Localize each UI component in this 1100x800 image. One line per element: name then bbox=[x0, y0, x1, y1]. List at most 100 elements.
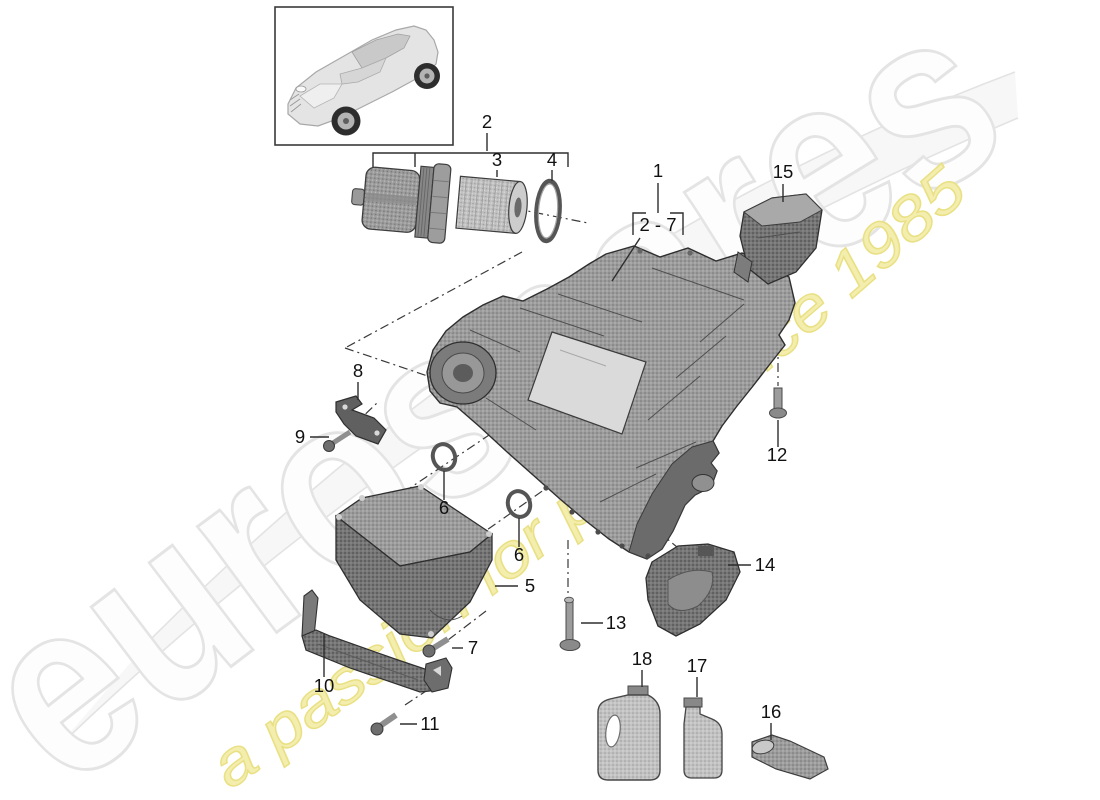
callout-1[interactable]: 1 bbox=[653, 160, 663, 181]
part-bolt-13 bbox=[559, 596, 581, 651]
filter-element-center-hole bbox=[514, 197, 522, 218]
o-ring-4-highlight bbox=[537, 183, 559, 239]
bolt-11-shaft bbox=[378, 712, 398, 729]
part-cover-15 bbox=[733, 193, 823, 285]
skid-plate-end-hole bbox=[433, 666, 441, 676]
projection-line-bolt11 bbox=[404, 680, 442, 706]
cooler-front-face bbox=[335, 514, 493, 639]
part-engine-crankcase bbox=[426, 245, 796, 560]
callout-9[interactable]: 9 bbox=[295, 426, 305, 447]
part-oil-filter-element bbox=[455, 175, 528, 234]
oil-jug-handle-hole bbox=[605, 714, 621, 748]
bolt-13-head bbox=[559, 639, 581, 651]
projection-line-oring6a bbox=[403, 408, 529, 493]
part-bolt-12 bbox=[769, 387, 787, 419]
bolt-7-head bbox=[422, 644, 436, 658]
watermark-swoosh-band bbox=[55, 72, 1018, 750]
housing-nub bbox=[351, 188, 366, 206]
housing-flange bbox=[427, 163, 452, 244]
crankcase-drain-stub bbox=[691, 474, 715, 492]
funnel-opening bbox=[751, 739, 775, 755]
part-oil-jug-18 bbox=[597, 685, 661, 781]
oil-bottle-cap bbox=[683, 697, 703, 708]
callout-13[interactable]: 13 bbox=[606, 612, 627, 633]
callout-12[interactable]: 12 bbox=[767, 444, 788, 465]
part-o-ring-4 bbox=[534, 178, 562, 244]
projection-line-bolt7 bbox=[447, 610, 487, 641]
group-box-left-bracket bbox=[632, 212, 646, 235]
callout-16[interactable]: 16 bbox=[761, 701, 782, 722]
callout-17[interactable]: 17 bbox=[687, 655, 708, 676]
projection-line-a bbox=[344, 251, 523, 349]
bracket-8-hole-b bbox=[374, 430, 380, 436]
part-oil-filter-housing bbox=[351, 163, 452, 244]
callout-labels: 1 2 3 4 5 6 6 7 8 9 10 11 12 13 14 15 16… bbox=[295, 111, 793, 734]
housing-band bbox=[365, 192, 417, 205]
bolt-11-head bbox=[370, 722, 384, 736]
callout-15[interactable]: 15 bbox=[773, 161, 794, 182]
part-oil-bottle-17 bbox=[683, 697, 723, 779]
group-box-leader bbox=[611, 237, 641, 282]
part-o-ring-6a bbox=[430, 442, 458, 472]
callout-7[interactable]: 7 bbox=[468, 637, 478, 658]
cover-14-recess bbox=[667, 569, 714, 611]
cover-15-rib bbox=[757, 231, 801, 239]
group-range-label[interactable]: 2 - 7 bbox=[639, 214, 676, 235]
callout-10[interactable]: 10 bbox=[314, 675, 335, 696]
callout-6b[interactable]: 6 bbox=[514, 544, 524, 565]
part-bracket-8 bbox=[335, 395, 387, 445]
callout-6a[interactable]: 6 bbox=[439, 497, 449, 518]
part-bolt-7 bbox=[422, 636, 450, 658]
part-skid-plate-10 bbox=[301, 589, 453, 693]
bolt-9-shaft bbox=[331, 429, 352, 446]
crankcase-sump-face bbox=[628, 440, 720, 560]
car-rear-hub bbox=[424, 73, 430, 79]
vehicle-thumbnail-box bbox=[274, 6, 454, 146]
car-front-grille bbox=[289, 93, 302, 113]
bolt-12-shaft bbox=[773, 387, 783, 411]
callout-11[interactable]: 11 bbox=[420, 713, 439, 734]
part-funnel-16 bbox=[751, 734, 829, 780]
cooler-bolt-lugs bbox=[336, 484, 492, 637]
skid-plate-prong bbox=[301, 589, 319, 637]
oil-bottle-body bbox=[683, 706, 723, 779]
opening-inner-edge bbox=[559, 349, 607, 367]
porsche-macan-illustration bbox=[287, 25, 440, 136]
part-cover-14 bbox=[645, 543, 741, 637]
housing-flange-ribs bbox=[429, 179, 449, 231]
callout-8[interactable]: 8 bbox=[353, 360, 363, 381]
car-front-hub bbox=[343, 118, 349, 124]
car-hood bbox=[299, 83, 343, 109]
bolt-13-tip bbox=[564, 596, 574, 604]
bolt-13-shaft bbox=[565, 600, 574, 642]
skid-plate-edge-line bbox=[317, 643, 419, 681]
bracket-8-body bbox=[335, 395, 387, 445]
cooler-outlet-curve bbox=[429, 609, 463, 621]
bolt-9-head bbox=[323, 440, 335, 452]
part-bolt-9 bbox=[323, 429, 352, 452]
axis-line-filter bbox=[496, 204, 589, 224]
car-headlight bbox=[295, 85, 307, 93]
part-o-ring-6b bbox=[505, 489, 533, 519]
bracket-8-hole-a bbox=[342, 404, 348, 410]
bolt-7-shaft bbox=[430, 636, 450, 652]
cover-15-top-face bbox=[743, 193, 823, 227]
bolt-12-head bbox=[769, 407, 787, 419]
crankcase-ribs bbox=[469, 267, 745, 503]
crankcase-opening bbox=[527, 331, 647, 435]
callout-4[interactable]: 4 bbox=[547, 149, 557, 170]
cover-14-tab bbox=[698, 546, 714, 556]
o-ring-4-torus bbox=[534, 178, 562, 244]
crankcase-filter-boss-bore bbox=[453, 364, 473, 382]
leader-lines bbox=[310, 133, 784, 740]
callout-18[interactable]: 18 bbox=[632, 648, 653, 669]
crankcase-studs bbox=[543, 485, 651, 559]
housing-collar-ribs bbox=[417, 167, 431, 237]
callout-5[interactable]: 5 bbox=[525, 575, 535, 596]
callout-14[interactable]: 14 bbox=[755, 554, 776, 575]
group-box-right-bracket bbox=[670, 212, 684, 235]
callout-3[interactable]: 3 bbox=[492, 149, 502, 170]
callout-2[interactable]: 2 bbox=[482, 111, 492, 132]
